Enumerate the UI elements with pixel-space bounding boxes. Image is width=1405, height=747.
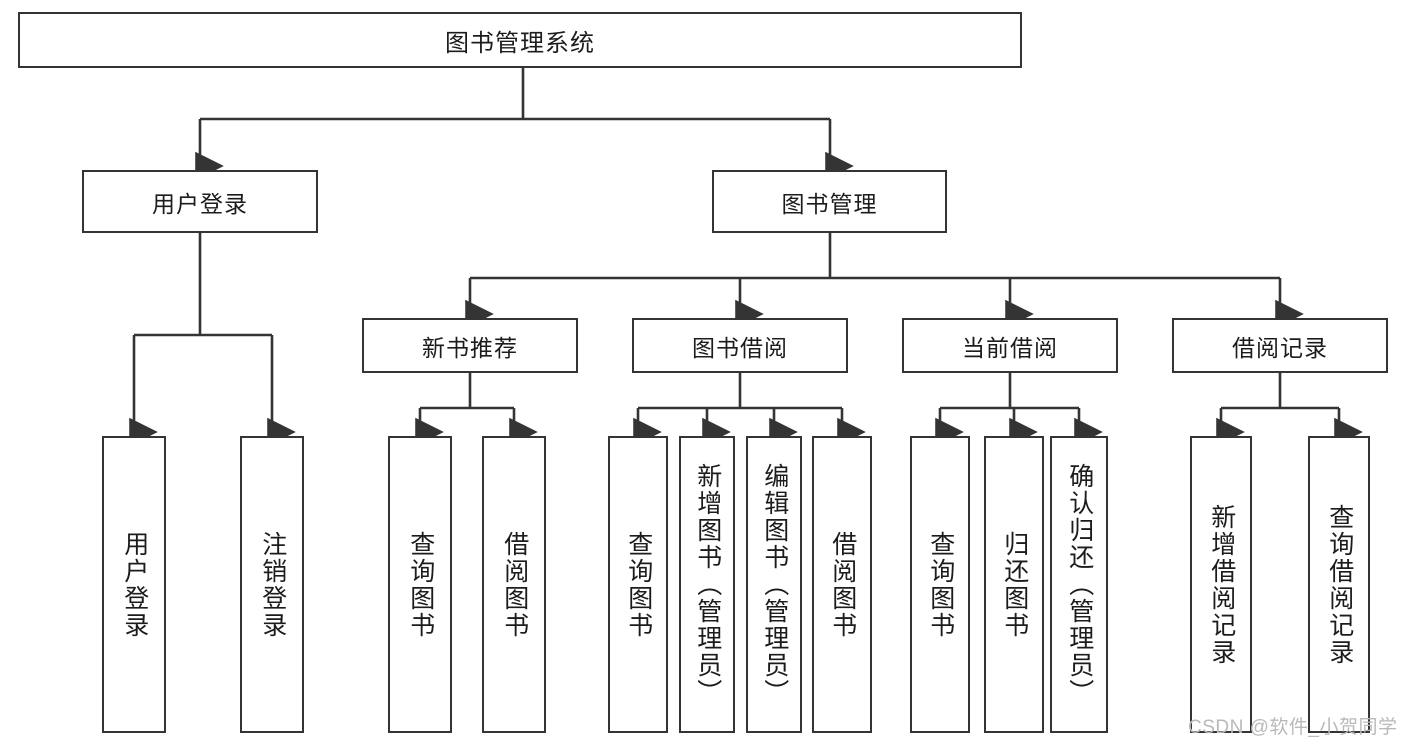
node-return-book-label: 归还图书 [1000,530,1029,639]
node-user-login[interactable]: 用户登录 [82,170,318,233]
node-return-book[interactable]: 归还图书 [984,436,1044,733]
node-add-borrow-record[interactable]: 新增借阅记录 [1190,436,1252,733]
node-edit-book-admin-label: 编辑图书（管理员） [760,463,789,706]
node-query-book-borrow-label: 查询图书 [624,530,653,639]
node-query-book-rec-label: 查询图书 [406,530,435,639]
node-book-borrow[interactable]: 图书借阅 [632,318,848,373]
node-confirm-return-admin-label: 确认归还（管理员） [1065,463,1094,706]
node-confirm-return-admin[interactable]: 确认归还（管理员） [1050,436,1108,733]
node-user-login-leaf[interactable]: 用户登录 [102,436,166,733]
node-root-label: 图书管理系统 [445,29,595,57]
node-new-book-recommend[interactable]: 新书推荐 [362,318,578,373]
node-query-book-rec[interactable]: 查询图书 [388,436,452,733]
node-query-book-current-label: 查询图书 [926,530,955,639]
node-borrow-record-label: 借阅记录 [1232,334,1328,361]
node-add-book-admin-label: 新增图书（管理员） [693,463,722,706]
node-current-borrow[interactable]: 当前借阅 [902,318,1118,373]
node-book-manage[interactable]: 图书管理 [712,170,947,233]
csdn-watermark: CSDN @软件_小贺同学 [1188,717,1398,738]
node-borrow-book-borrow[interactable]: 借阅图书 [812,436,872,733]
node-book-manage-label: 图书管理 [781,190,878,217]
node-root[interactable]: 图书管理系统 [18,12,1022,68]
node-current-borrow-label: 当前借阅 [962,334,1058,361]
node-borrow-book-rec[interactable]: 借阅图书 [482,436,546,733]
node-logout-leaf[interactable]: 注销登录 [240,436,304,733]
node-query-book-borrow[interactable]: 查询图书 [608,436,668,733]
node-borrow-record[interactable]: 借阅记录 [1172,318,1388,373]
node-borrow-book-rec-label: 借阅图书 [500,530,529,639]
node-new-book-recommend-label: 新书推荐 [422,334,518,361]
node-book-borrow-label: 图书借阅 [692,334,788,361]
node-user-login-leaf-label: 用户登录 [120,530,149,639]
node-add-book-admin[interactable]: 新增图书（管理员） [679,436,735,733]
node-query-book-current[interactable]: 查询图书 [910,436,970,733]
node-borrow-book-borrow-label: 借阅图书 [828,530,857,639]
node-query-borrow-record-label: 查询借阅记录 [1325,503,1354,666]
node-logout-leaf-label: 注销登录 [258,530,287,639]
node-edit-book-admin[interactable]: 编辑图书（管理员） [746,436,802,733]
node-query-borrow-record[interactable]: 查询借阅记录 [1308,436,1370,733]
node-user-login-label: 用户登录 [152,190,248,217]
node-add-borrow-record-label: 新增借阅记录 [1207,503,1236,666]
